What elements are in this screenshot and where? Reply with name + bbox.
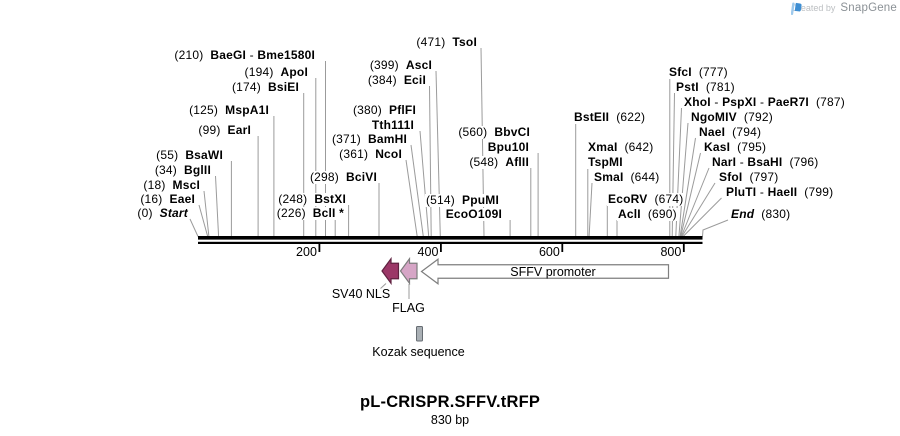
site-label-BaeGI-Bme1580I[interactable]: (210)BaeGI - Bme1580I [173, 48, 316, 62]
plasmid-title: pL-CRISPR.SFFV.tRFP [359, 393, 541, 411]
leader-line-NaeI [679, 137, 696, 237]
leader-line-End [702, 219, 729, 237]
site-label-BbvCI[interactable]: (560)BbvCI [457, 125, 531, 139]
feature-arrow-flag[interactable] [399, 256, 418, 286]
site-label-AflII[interactable]: (548)AflII [468, 155, 530, 169]
site-label-AclI[interactable]: AclI(690) [617, 207, 678, 221]
site-label-BstEII[interactable]: BstEII(622) [573, 110, 647, 124]
site-label-BsiEI[interactable]: (174)BsiEI [230, 80, 300, 94]
site-label-Bpu10I[interactable]: Bpu10I [486, 140, 530, 154]
ruler-number-800: 800 [660, 245, 682, 259]
site-label-KasI[interactable]: KasI(795) [703, 140, 768, 154]
feature-box-kozak[interactable] [416, 326, 423, 342]
site-label-EaeI[interactable]: (16)EaeI [139, 192, 196, 206]
site-label-SfcI[interactable]: SfcI(777) [668, 65, 729, 79]
site-label-BciVI[interactable]: (298)BciVI [308, 170, 378, 184]
site-label-BstXI[interactable]: (248)BstXI [277, 192, 347, 206]
leader-line-SmaI [588, 182, 593, 237]
site-label-AscI[interactable]: (399)AscI [368, 58, 433, 72]
site-label-NaeI[interactable]: NaeI(794) [698, 125, 763, 139]
site-label-PflFI[interactable]: (380)PflFI [351, 103, 417, 117]
site-label-Tth111I[interactable]: Tth111I [370, 118, 415, 132]
site-label-EcoO109I[interactable]: EcoO109I [444, 207, 503, 221]
ruler-tick-600 [561, 243, 564, 252]
leader-line-BamHI [410, 144, 424, 237]
ruler-tick-400 [440, 243, 442, 252]
site-label-EarI[interactable]: (99)EarI [197, 123, 252, 137]
leader-line-EciI [429, 85, 432, 237]
snapgene-brand-text: SnapGene [840, 2, 897, 14]
feature-label-sv40-nls[interactable]: SV40 NLS [331, 286, 391, 301]
site-label-TspMI[interactable]: TspMI [587, 155, 624, 169]
feature-arrow-sffv-promoter[interactable] [420, 258, 670, 285]
site-label-BclI[interactable]: (226)BclI * [275, 206, 345, 220]
leader-line-AscI [435, 70, 441, 237]
site-label-Start[interactable]: (0)Start [136, 206, 189, 220]
ruler-tick-800 [682, 243, 685, 252]
site-label-PstI[interactable]: PstI(781) [675, 80, 736, 94]
feature-leader-sv40-nls [380, 283, 387, 289]
leader-line-BglII [215, 175, 220, 237]
site-label-SmaI[interactable]: SmaI(644) [593, 170, 661, 184]
leader-line-EaeI [198, 204, 209, 237]
sequence-bar-top[interactable] [198, 236, 703, 240]
ruler-tick-200 [318, 243, 321, 252]
feature-label-sffv-promoter: SFFV promoter [510, 264, 596, 279]
leader-line-SfoI [681, 182, 716, 237]
leader-line-KasI [680, 152, 701, 237]
leader-line-PluTI-HaeII [682, 197, 722, 237]
site-label-XhoI-PspXI-PaeR7I[interactable]: XhoI - PspXI - PaeR7I(787) [683, 95, 846, 109]
site-label-EciI[interactable]: (384)EciI [366, 73, 427, 87]
site-label-TsoI[interactable]: (471)TsoI [415, 35, 478, 49]
leader-line-NcoI [405, 159, 418, 237]
leader-line-Tth111I [419, 130, 430, 237]
site-label-ApoI[interactable]: (194)ApoI [243, 65, 309, 79]
site-label-MspA1I[interactable]: (125)MspA1I [188, 103, 270, 117]
ruler-number-200: 200 [296, 245, 317, 259]
feature-label-flag[interactable]: FLAG [392, 300, 425, 315]
feature-label-kozak[interactable]: Kozak sequence [372, 344, 465, 359]
site-label-BsaWI[interactable]: (55)BsaWI [155, 148, 224, 162]
snapgene-logo-icon [791, 2, 802, 16]
site-label-NcoI[interactable]: (361)NcoI [338, 147, 403, 161]
site-label-BamHI[interactable]: (371)BamHI [330, 132, 408, 146]
sequence-bar-bottom[interactable] [198, 241, 703, 244]
leader-line-NarI-BsaHI [680, 167, 710, 237]
site-label-End[interactable]: End(830) [730, 207, 792, 221]
feature-arrow-sv40-nls[interactable] [381, 256, 400, 286]
created-by-text: Created by [791, 3, 836, 13]
site-label-EcoRV[interactable]: EcoRV(674) [607, 192, 685, 206]
leader-line-Start [189, 218, 199, 237]
site-label-PluTI-HaeII[interactable]: PluTI - HaeII(799) [725, 185, 835, 199]
site-label-BglII[interactable]: (34)BglII [153, 163, 212, 177]
site-label-SfoI[interactable]: SfoI(797) [718, 170, 780, 184]
ruler-number-600: 600 [538, 245, 560, 259]
site-label-MscI[interactable]: (18)MscI [142, 178, 201, 192]
ruler-number-400: 400 [417, 245, 439, 259]
plasmid-length: 830 bp [430, 413, 470, 427]
leader-line-NgoMIV [678, 122, 689, 237]
site-label-XmaI[interactable]: XmaI(642) [587, 140, 655, 154]
site-label-NgoMIV[interactable]: NgoMIV(792) [690, 110, 774, 124]
site-label-NarI-BsaHI[interactable]: NarI - BsaHI(796) [711, 155, 820, 169]
site-label-PpuMI[interactable]: (514)PpuMI [424, 193, 500, 207]
snapgene-credit: Created by SnapGene [791, 2, 897, 16]
leader-line-MscI [203, 190, 210, 237]
